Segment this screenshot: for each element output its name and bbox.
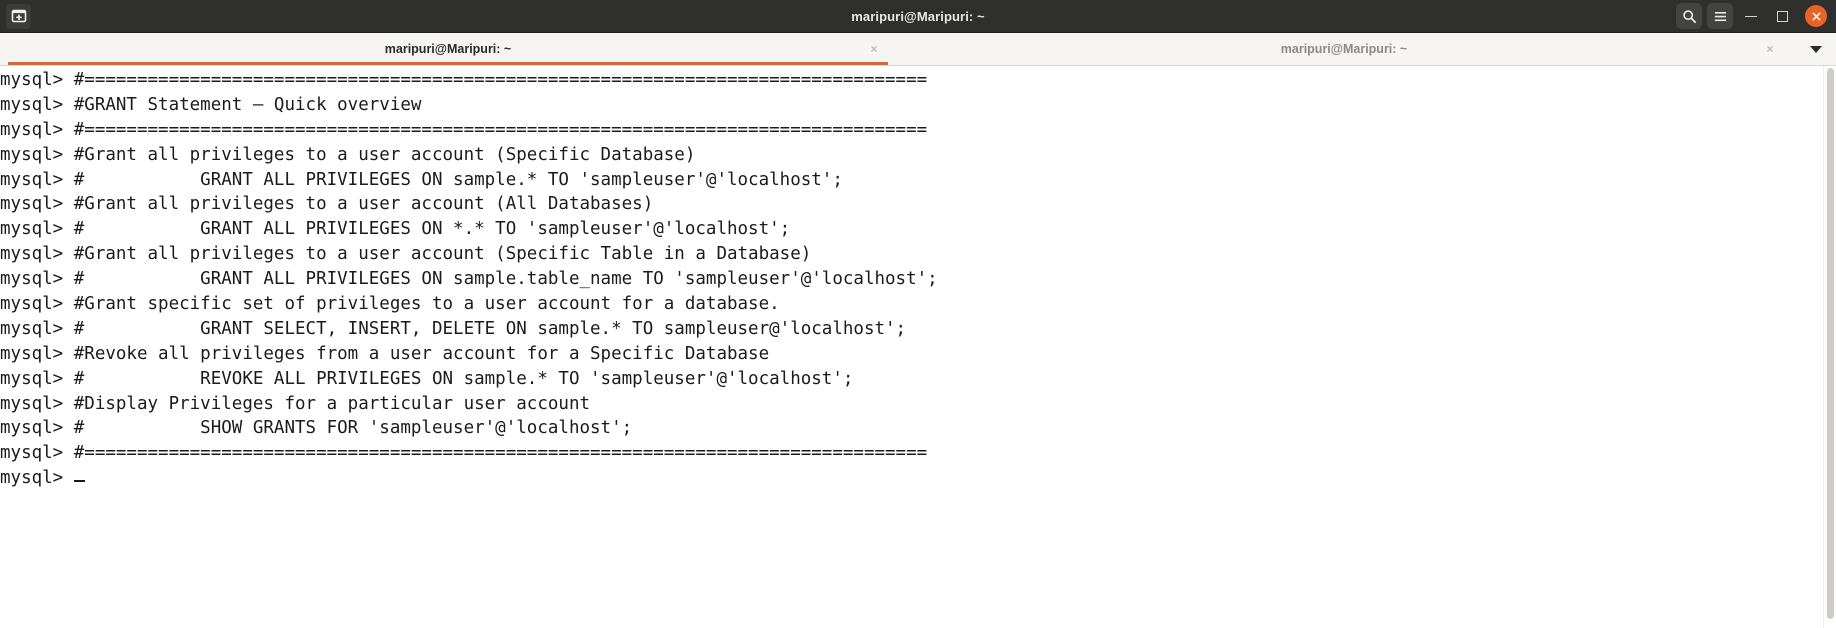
terminal-line: mysql> #================================… bbox=[0, 70, 928, 90]
terminal-add-icon[interactable] bbox=[6, 3, 31, 29]
terminal-line: mysql> # SHOW GRANTS FOR 'sampleuser'@'l… bbox=[0, 418, 633, 439]
terminal-line: mysql> #Grant all privileges to a user a… bbox=[0, 244, 812, 265]
terminal-cursor bbox=[73, 480, 85, 483]
terminal-line: mysql> # GRANT ALL PRIVILEGES ON sample.… bbox=[0, 269, 938, 290]
tab-terminal-2[interactable]: maripuri@Maripuri: ~ × bbox=[896, 33, 1792, 65]
chevron-down-icon[interactable] bbox=[1796, 33, 1836, 65]
close-icon[interactable] bbox=[1805, 5, 1827, 27]
terminal-line: mysql> # GRANT ALL PRIVILEGES ON *.* TO … bbox=[0, 219, 791, 240]
tab-close-icon[interactable]: × bbox=[1766, 42, 1774, 56]
tab-label: maripuri@Maripuri: ~ bbox=[1280, 42, 1408, 56]
chevron-down-glyph bbox=[1810, 45, 1822, 53]
terminal-prompt: mysql> bbox=[0, 468, 74, 489]
terminal-line: mysql> #================================… bbox=[0, 119, 928, 140]
minimize-icon[interactable] bbox=[1738, 3, 1764, 29]
hamburger-menu-icon[interactable] bbox=[1707, 3, 1733, 29]
terminal-line: mysql> # REVOKE ALL PRIVILEGES ON sample… bbox=[0, 368, 854, 389]
minimize-glyph bbox=[1745, 15, 1757, 17]
tab-close-icon[interactable]: × bbox=[870, 42, 878, 56]
tab-bar: maripuri@Maripuri: ~ × maripuri@Maripuri… bbox=[0, 33, 1836, 66]
terminal-line: mysql> #Grant all privileges to a user a… bbox=[0, 194, 654, 215]
tab-label: maripuri@Maripuri: ~ bbox=[384, 42, 512, 56]
terminal-line: mysql> #GRANT Statement — Quick overview bbox=[0, 94, 422, 115]
terminal-line: mysql> #================================… bbox=[0, 443, 928, 464]
terminal-scrollbar[interactable] bbox=[1823, 66, 1836, 628]
terminal-line: mysql> #Grant all privileges to a user a… bbox=[0, 144, 696, 165]
terminal-line: mysql> # GRANT SELECT, INSERT, DELETE ON… bbox=[0, 318, 907, 339]
maximize-icon[interactable] bbox=[1769, 3, 1795, 29]
terminal-line: mysql> #Grant specific set of privileges… bbox=[0, 294, 780, 315]
search-icon[interactable] bbox=[1676, 3, 1702, 29]
terminal-line: mysql> #Revoke all privileges from a use… bbox=[0, 343, 770, 364]
terminal-body[interactable]: mysql> #================================… bbox=[0, 66, 1836, 628]
terminal-output[interactable]: mysql> #================================… bbox=[0, 66, 1823, 628]
titlebar-right-group bbox=[1676, 3, 1836, 29]
titlebar-left-group bbox=[0, 3, 31, 29]
terminal-line: mysql> #Display Privileges for a particu… bbox=[0, 393, 591, 414]
title-bar: maripuri@Maripuri: ~ bbox=[0, 0, 1836, 33]
maximize-glyph bbox=[1776, 10, 1788, 22]
terminal-line: mysql> # GRANT ALL PRIVILEGES ON sample.… bbox=[0, 169, 843, 190]
terminal-prompt-line[interactable]: mysql> bbox=[0, 466, 1823, 491]
scrollbar-thumb[interactable] bbox=[1827, 68, 1834, 619]
tab-terminal-1[interactable]: maripuri@Maripuri: ~ × bbox=[0, 33, 896, 65]
window-title: maripuri@Maripuri: ~ bbox=[851, 8, 985, 24]
